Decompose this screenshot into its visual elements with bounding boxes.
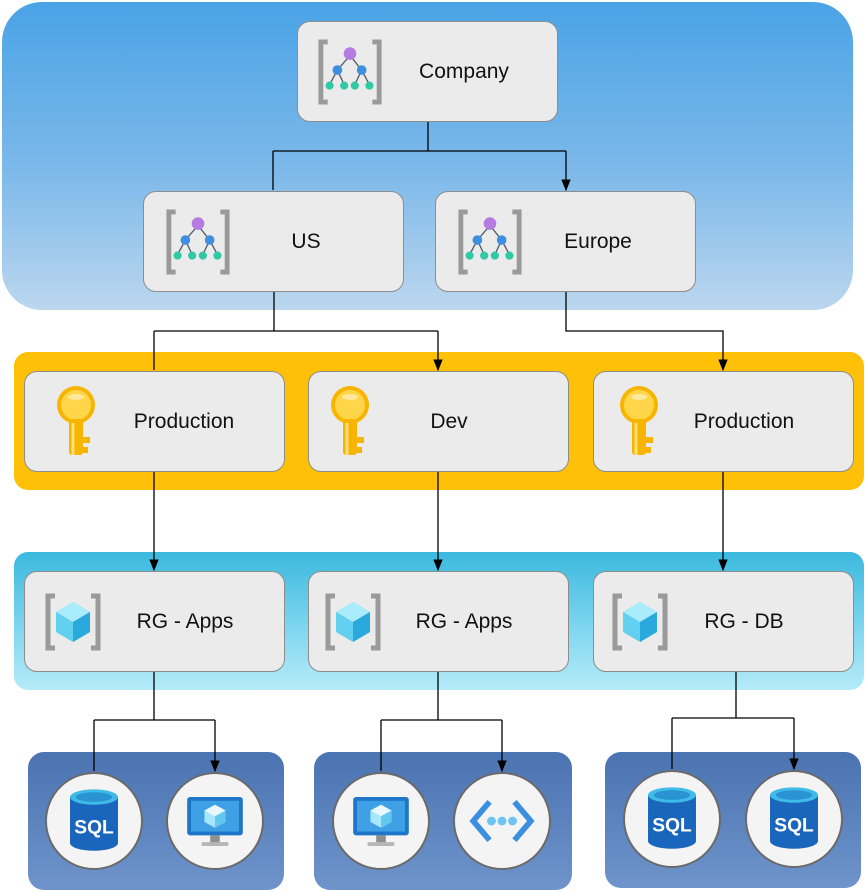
- sql-label: SQL: [652, 815, 692, 836]
- node-us[interactable]: US: [143, 191, 404, 292]
- node-rg-apps-2-label: RG - Apps: [415, 610, 513, 633]
- node-rg-apps-1[interactable]: RG - Apps: [24, 571, 285, 672]
- key-icon: [614, 383, 664, 463]
- sql-label: SQL: [74, 817, 114, 838]
- node-production-eu-label: Production: [693, 410, 795, 433]
- node-us-label: US: [291, 230, 321, 253]
- node-production-us-label: Production: [133, 410, 235, 433]
- node-rg-apps-1-label: RG - Apps: [136, 610, 234, 633]
- key-icon: [51, 383, 101, 463]
- resource-group-icon: [610, 592, 670, 652]
- node-production-eu[interactable]: Production: [593, 371, 854, 472]
- resource-group-icon: [43, 592, 103, 652]
- sql-database-icon[interactable]: SQL: [45, 772, 143, 870]
- node-dev-label: Dev: [430, 410, 468, 433]
- virtual-machine-icon[interactable]: [332, 772, 430, 870]
- sql-label: SQL: [774, 815, 814, 836]
- management-group-icon: [164, 208, 232, 276]
- node-rg-db-label: RG - DB: [704, 610, 784, 633]
- node-europe-label: Europe: [564, 230, 632, 253]
- sql-database-icon[interactable]: SQL: [623, 770, 721, 868]
- node-rg-db[interactable]: RG - DB: [593, 571, 854, 672]
- node-production-us[interactable]: Production: [24, 371, 285, 472]
- sql-database-icon[interactable]: SQL: [745, 770, 843, 868]
- node-dev[interactable]: Dev: [308, 371, 569, 472]
- node-rg-apps-2[interactable]: RG - Apps: [308, 571, 569, 672]
- management-group-icon: [316, 38, 384, 106]
- virtual-network-icon[interactable]: [453, 772, 551, 870]
- node-company[interactable]: Company: [297, 21, 558, 122]
- management-group-icon: [456, 208, 524, 276]
- key-icon: [325, 383, 375, 463]
- resource-group-icon: [323, 592, 383, 652]
- node-europe[interactable]: Europe: [435, 191, 696, 292]
- virtual-machine-icon[interactable]: [166, 772, 264, 870]
- node-company-label: Company: [419, 60, 509, 83]
